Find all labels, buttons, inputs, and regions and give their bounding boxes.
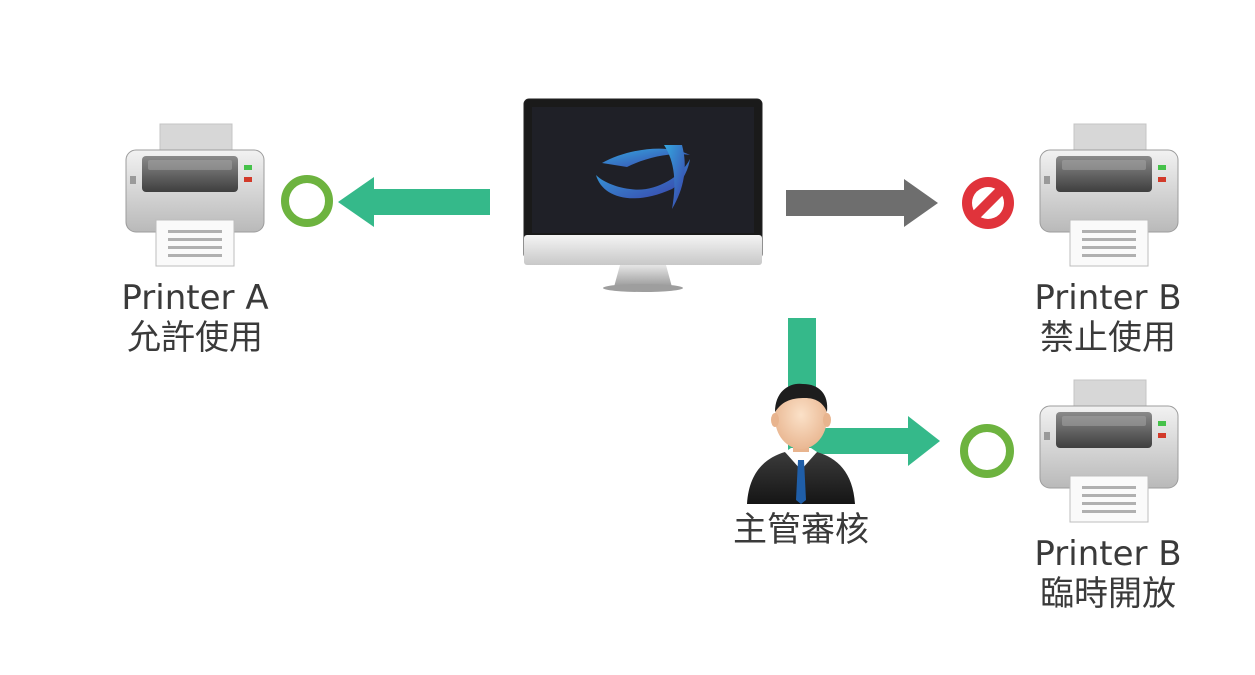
allowed-arrow-left (338, 177, 490, 227)
printer-a-status: 允許使用 (127, 318, 263, 358)
printer-b-temporary-icon (1039, 379, 1179, 523)
printer-b-blocked-icon (1039, 123, 1179, 267)
manager-avatar-icon (747, 383, 855, 504)
allowed-circle-icon (281, 175, 333, 227)
monitor-icon (523, 98, 763, 292)
blocked-arrow-right (786, 179, 938, 227)
printer-b-blocked-label: Printer B 禁止使用 (1026, 278, 1190, 358)
printer-b-temporary-name: Printer B (1034, 534, 1182, 574)
printer-b-blocked-name: Printer B (1034, 278, 1182, 318)
prohibited-icon (962, 177, 1014, 229)
allowed-circle-icon (960, 424, 1014, 478)
printer-b-temporary-label: Printer B 臨時開放 (1026, 534, 1190, 614)
printer-a-icon (125, 123, 265, 267)
printer-a-name: Printer A (121, 278, 269, 318)
supervisor-label: 主管審核 (733, 510, 869, 550)
printer-a-label: Printer A 允許使用 (115, 278, 275, 358)
printer-b-temporary-status: 臨時開放 (1040, 574, 1176, 614)
printer-b-blocked-status: 禁止使用 (1040, 318, 1176, 358)
app-logo-icon (596, 145, 690, 209)
